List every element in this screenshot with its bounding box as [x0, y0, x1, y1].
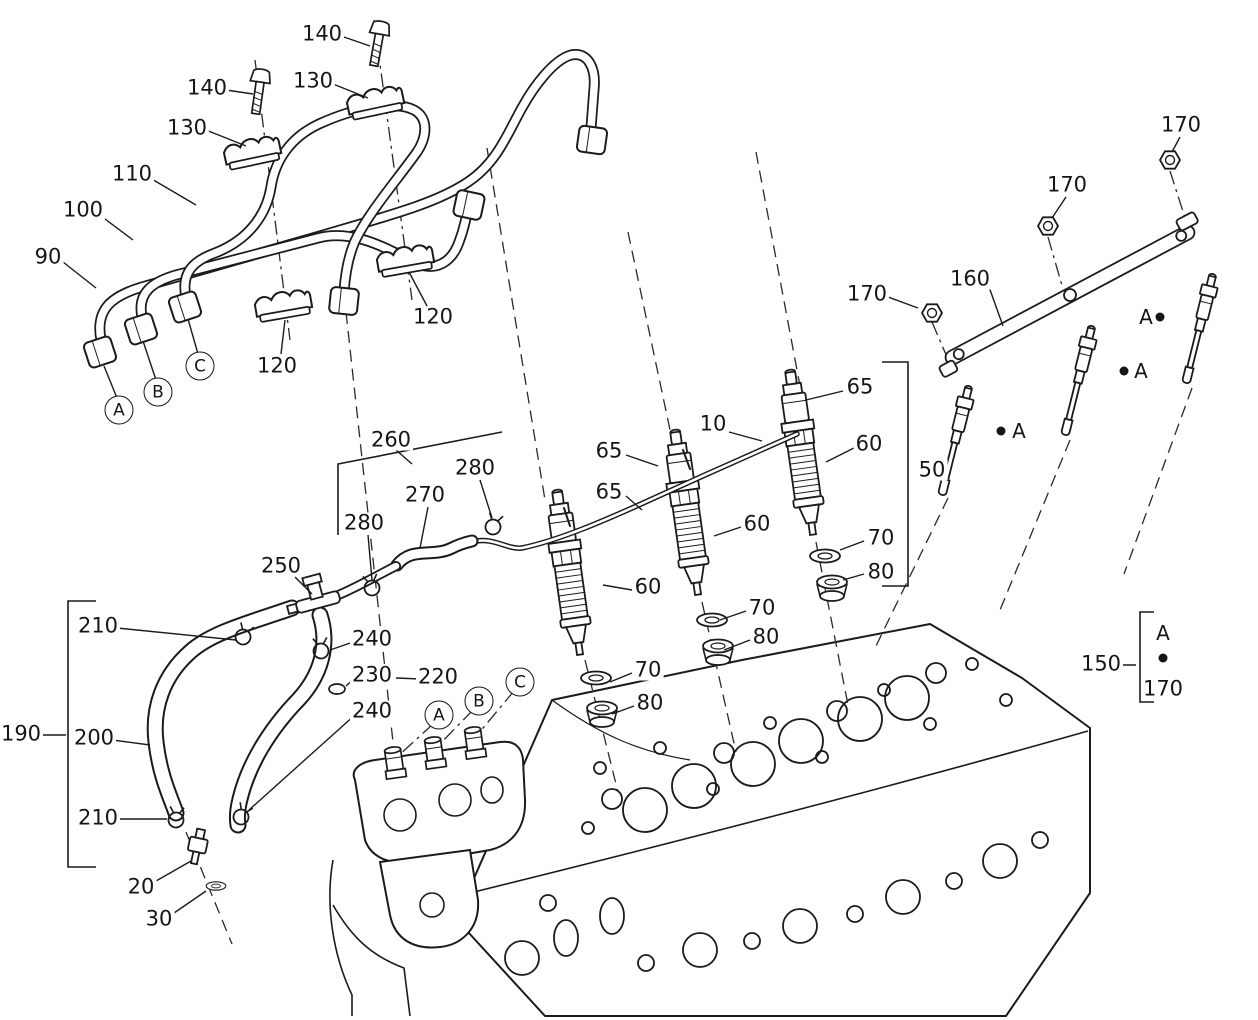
- leader-lines: [40, 35, 1181, 914]
- pipe-fittings: [81, 124, 609, 370]
- hose-clips: [166, 511, 505, 830]
- glow-plugs: [921, 150, 1222, 498]
- injection-pump: [352, 724, 527, 949]
- o-ring: [328, 683, 346, 695]
- hose-tee-joint: [285, 572, 341, 615]
- glow-plug-connector-bar: [938, 211, 1199, 378]
- overflow-gasket: [205, 881, 227, 891]
- leak-off-pipe: [469, 431, 800, 551]
- overflow-joint: [187, 827, 209, 866]
- group-brackets: [67, 361, 1154, 868]
- cylinder-head: [329, 623, 1091, 1017]
